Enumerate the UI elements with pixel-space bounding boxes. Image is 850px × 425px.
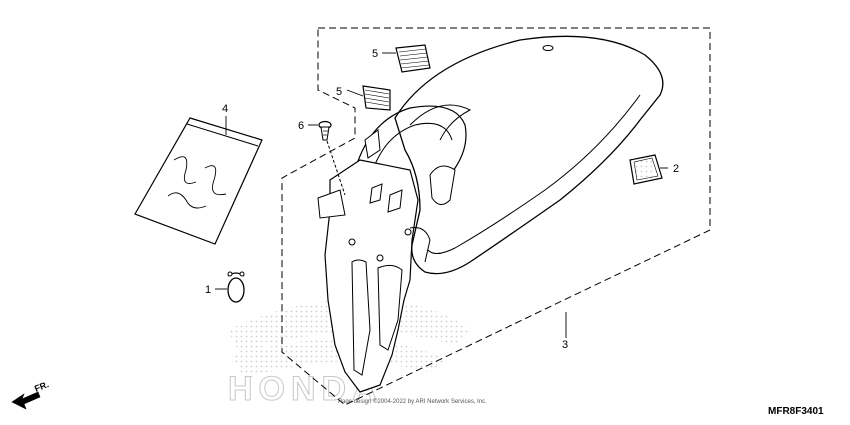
- callout-5-lower: 5: [336, 86, 342, 98]
- bag[interactable]: [134, 117, 263, 245]
- callout-6: 6: [298, 120, 304, 132]
- leader-lines: [215, 52, 668, 338]
- reflector[interactable]: [629, 154, 663, 185]
- diagram-code: MFR8F3401: [768, 406, 824, 417]
- callout-3: 3: [562, 339, 568, 351]
- pad-lower[interactable]: [362, 85, 391, 111]
- front-label: FR.: [33, 379, 50, 394]
- fender-bracket[interactable]: [317, 159, 431, 393]
- front-direction-marker: FR.: [11, 379, 50, 410]
- rear-fender[interactable]: [354, 35, 664, 275]
- cable-band[interactable]: [227, 271, 245, 303]
- screw[interactable]: [318, 120, 346, 196]
- front-arrow-icon: [11, 391, 41, 410]
- callout-2: 2: [673, 163, 679, 175]
- assembly-boundary: [281, 27, 711, 406]
- pad-upper[interactable]: [395, 44, 431, 73]
- callouts: 1 2 3 4 5 5 6: [205, 48, 679, 351]
- callout-5-upper: 5: [372, 48, 378, 60]
- copyright-text: Page design ©2004-2022 by ARI Network Se…: [338, 398, 487, 405]
- callout-1: 1: [205, 284, 211, 296]
- callout-4: 4: [222, 103, 228, 115]
